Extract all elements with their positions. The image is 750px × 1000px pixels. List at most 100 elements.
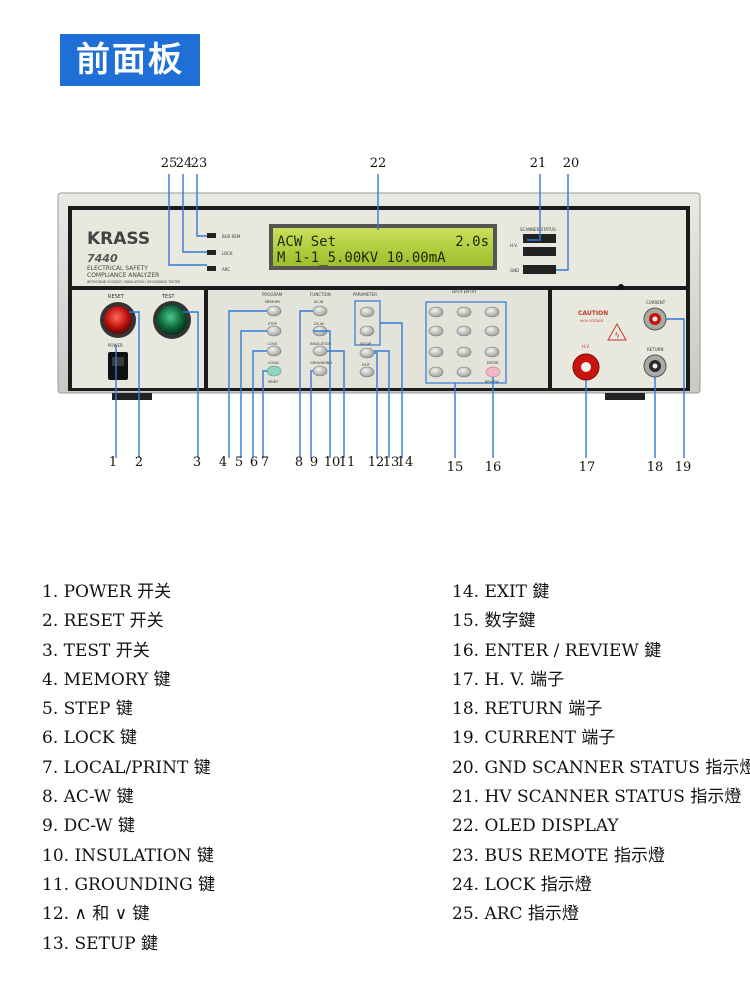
callout-number: 14 [397, 455, 414, 470]
leader-line [327, 350, 345, 458]
callout-number: 2 [135, 455, 143, 470]
review-key-label: REVIEW [485, 380, 499, 384]
step-key-label: STEP [268, 322, 277, 326]
legend-item: 5. STEP 键 [42, 699, 133, 720]
lock-key-label: LOCK [268, 342, 278, 346]
lcd-line1-left: ACW Set [277, 234, 336, 250]
callout-number: 4 [219, 455, 227, 470]
function-label: FUNCTION [310, 292, 331, 297]
legend-item: 6. LOCK 键 [42, 728, 137, 749]
scanner-status-label: SCANNER STATUS [520, 227, 556, 232]
leader-line [262, 370, 267, 458]
lock-led [207, 250, 216, 255]
numeric-key[interactable] [484, 346, 500, 358]
leader-line [556, 174, 569, 271]
leader-line [527, 174, 541, 241]
model-number: 7440 [87, 252, 118, 265]
arc-led [207, 266, 216, 271]
local-print-key[interactable] [266, 365, 282, 377]
numeric-key[interactable] [456, 366, 472, 378]
numeric-key[interactable] [456, 346, 472, 358]
legend-item: 4. MEMORY 键 [42, 669, 171, 690]
numeric-key[interactable] [428, 366, 444, 378]
exit-key-label: EXIT [362, 363, 371, 367]
brand-logo: KRASS [87, 229, 150, 249]
callout-number: 19 [675, 460, 692, 475]
callout-leader-lines [115, 174, 685, 458]
numeric-key[interactable] [456, 306, 472, 318]
leader-line [129, 311, 140, 458]
data-entry-label: DATA ENTRY [452, 289, 477, 294]
insulation-key-label: INSULATION [310, 342, 332, 346]
bus-remote-led [207, 233, 216, 238]
hv-scanner-led-row-2 [523, 247, 556, 256]
legend-item: 10. INSULATION 键 [42, 845, 214, 866]
setup-key[interactable] [359, 347, 375, 359]
memory-key[interactable] [266, 305, 282, 317]
leader-line [374, 350, 390, 458]
device-foot-left [112, 393, 152, 400]
legend-item: 3. TEST 开关 [42, 640, 150, 661]
numeric-key[interactable] [428, 325, 444, 337]
numeric-key[interactable] [428, 346, 444, 358]
dcw-key-label: DC-W [314, 322, 324, 326]
insulation-key[interactable] [312, 345, 328, 357]
down-key[interactable] [359, 325, 375, 337]
caution-subtext: HIGH VOLTAGE [580, 319, 604, 323]
numeric-key[interactable] [484, 325, 500, 337]
enter-key-label: ENTER [487, 361, 499, 365]
legend-item: 18. RETURN 端子 [452, 699, 603, 720]
callout-number: 12 [368, 455, 385, 470]
hv-terminal-label: H.V. [582, 344, 590, 349]
numeric-key[interactable] [428, 306, 444, 318]
oled-display [273, 228, 493, 266]
callout-number: 18 [647, 460, 664, 475]
callout-number: 24 [176, 156, 193, 171]
lock-key[interactable] [266, 345, 282, 357]
numeric-key[interactable] [484, 306, 500, 318]
page-title: 前面板 [60, 34, 200, 86]
lightning-icon: ϟ [615, 331, 620, 340]
reset-switch[interactable] [104, 306, 132, 334]
lower-left-panel [72, 290, 204, 388]
leader-line [196, 174, 207, 237]
memory-key-label: MEMORY [265, 300, 281, 304]
callout-number: 8 [295, 455, 303, 470]
legend-item: 8. AC-W 键 [42, 787, 134, 808]
front-panel-diagram: KRASS 7440 ELECTRICAL SAFETY COMPLIANCE … [57, 156, 701, 475]
acw-key[interactable] [312, 305, 328, 317]
exit-key[interactable] [359, 366, 375, 378]
current-terminal-hole [652, 316, 658, 322]
up-key[interactable] [359, 306, 375, 318]
legend-item: 2. RESET 开关 [42, 611, 164, 632]
bus-rem-label: BUS REM [222, 234, 241, 239]
callout-number: 10 [324, 455, 341, 470]
reset-label: RESET [108, 294, 125, 300]
legend-item: 20. GND SCANNER STATUS 指示燈 [452, 757, 750, 778]
test-switch[interactable] [157, 305, 187, 335]
callout-number: 25 [161, 156, 178, 171]
test-label: TEST [161, 294, 175, 300]
grounding-key[interactable] [312, 365, 328, 377]
hv-label: H.V. [510, 243, 518, 248]
leader-line [299, 310, 313, 458]
enter-review-key[interactable] [485, 366, 501, 378]
step-key[interactable] [266, 325, 282, 337]
device-name-line-3: WITHSTAND VOLTAGE / INSULATION / GROUNDI… [87, 280, 181, 284]
leader-line [313, 330, 331, 458]
legend-item: 23. BUS REMOTE 指示燈 [452, 845, 666, 866]
callout-number: 15 [447, 460, 464, 475]
legend-item: 9. DC-W 键 [42, 816, 135, 837]
leader-line [374, 352, 378, 458]
power-switch-rocker [112, 357, 124, 366]
leader-line [240, 330, 267, 458]
numeric-key[interactable] [456, 325, 472, 337]
local-key-label: LOCAL [268, 361, 279, 365]
current-terminal-label: CURRENT [646, 300, 666, 305]
leader-line [380, 322, 403, 458]
legend-item: 19. CURRENT 端子 [452, 728, 616, 749]
callout-number: 7 [261, 455, 269, 470]
legend-item: 13. SETUP 鍵 [42, 933, 159, 954]
arc-led-label: ARC [222, 267, 230, 272]
